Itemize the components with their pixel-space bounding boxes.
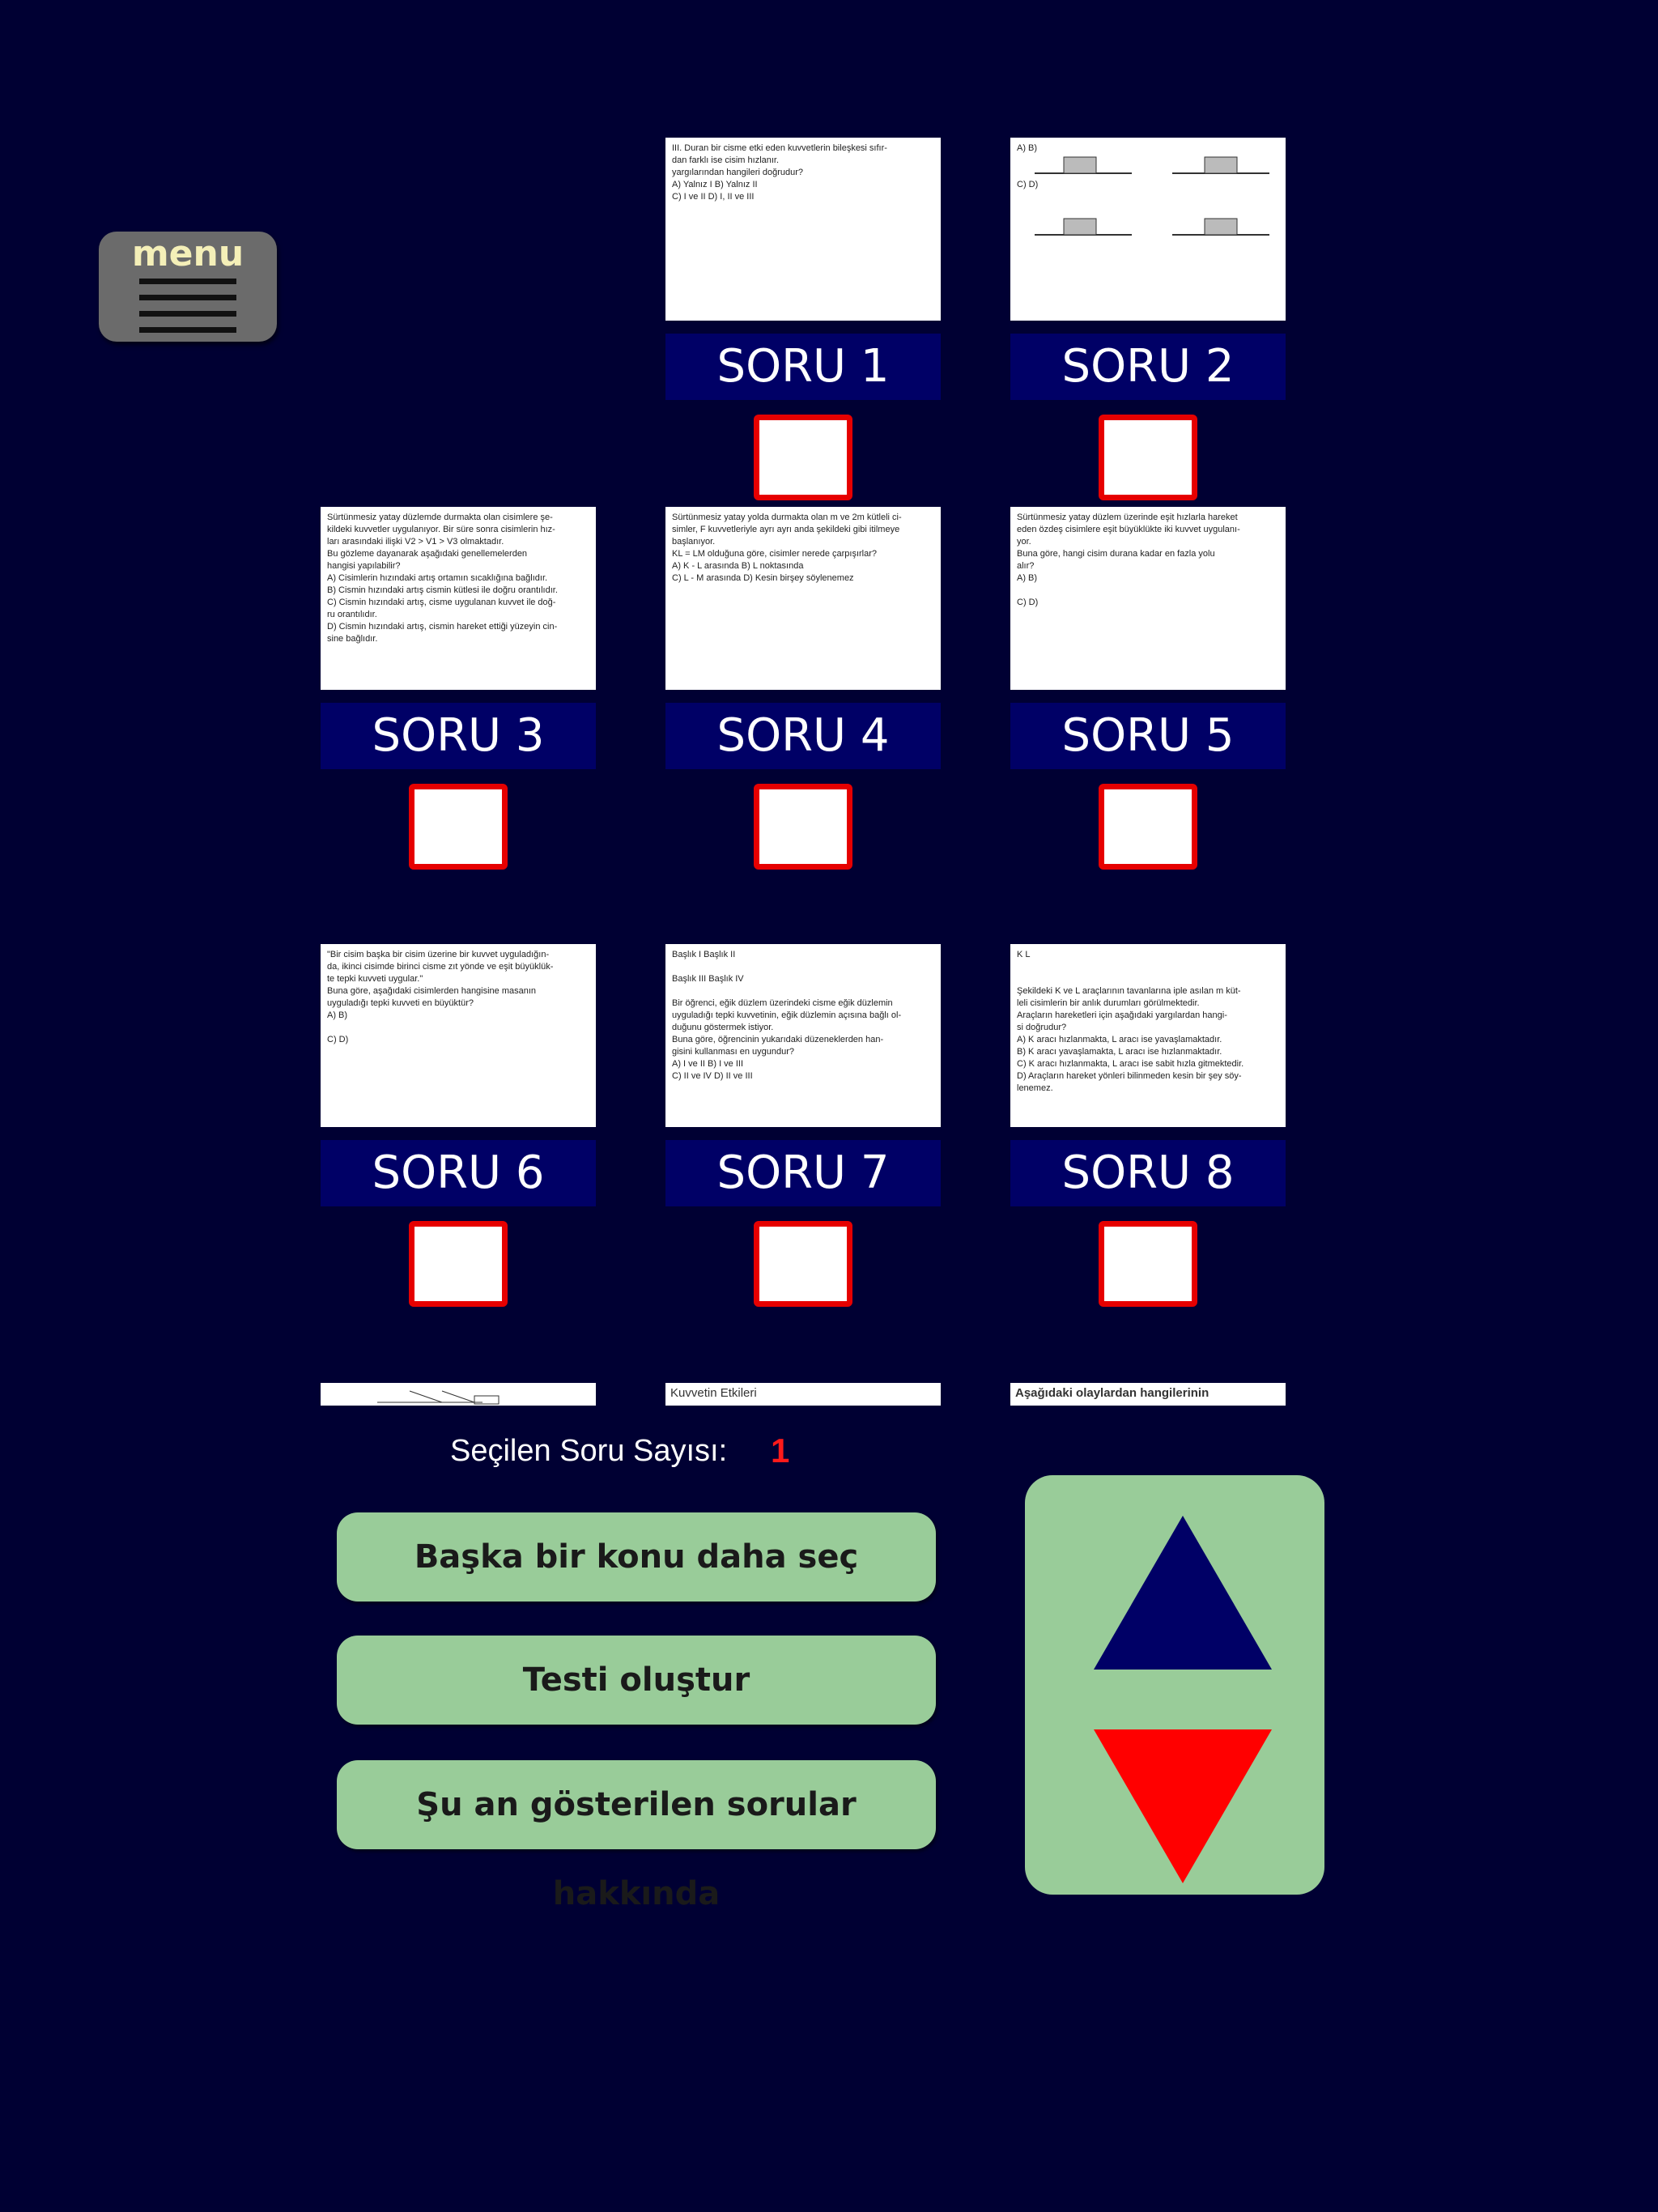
question-preview-text: III. Duran bir cisme etki eden kuvvetler… — [672, 143, 887, 202]
another-topic-button[interactable]: Başka bir konu daha seç — [337, 1512, 936, 1602]
question-thumbnail[interactable]: Sürtünmesiz yatay düzlemde durmakta olan… — [321, 507, 596, 690]
question-diagram — [1035, 156, 1269, 236]
create-test-button[interactable]: Testi oluştur — [337, 1636, 936, 1725]
question-checkbox[interactable] — [754, 1221, 852, 1307]
selected-count-value: 1 — [771, 1431, 790, 1470]
question-preview-text: A) B) C) D) — [1017, 143, 1039, 189]
question-preview-text: "Bir cisim başka bir cisim üzerine bir k… — [327, 950, 554, 1044]
question-checkbox[interactable] — [1099, 784, 1197, 870]
question-label: SORU 3 — [321, 703, 596, 769]
triangle-down-icon[interactable] — [1094, 1729, 1272, 1883]
scroll-panel — [1025, 1475, 1324, 1895]
question-thumbnail[interactable]: III. Duran bir cisme etki eden kuvvetler… — [665, 138, 941, 321]
question-thumbnail[interactable]: Sürtünmesiz yatay düzlem üzerinde eşit h… — [1010, 507, 1286, 690]
question-card-6: "Bir cisim başka bir cisim üzerine bir k… — [321, 944, 596, 1307]
peek-text: Aşağıdaki olaylardan hangilerinin gerçek… — [1015, 1386, 1209, 1400]
question-preview-text: K L Şekildeki K ve L araçlarının tavanla… — [1017, 950, 1244, 1093]
question-checkbox[interactable] — [754, 415, 852, 500]
question-card-4: Sürtünmesiz yatay yolda durmakta olan m … — [665, 507, 941, 870]
question-diagram — [377, 1390, 500, 1405]
question-card-8: K L Şekildeki K ve L araçlarının tavanla… — [1010, 944, 1286, 1307]
question-label: SORU 5 — [1010, 703, 1286, 769]
question-thumbnail-peek[interactable]: Aşağıdaki olaylardan hangilerinin gerçek… — [1010, 1383, 1286, 1406]
question-thumbnail-peek[interactable]: Kuvvetin Etkileri — [665, 1383, 941, 1406]
question-preview-text: Sürtünmesiz yatay düzlemde durmakta olan… — [327, 513, 558, 644]
question-thumbnail[interactable]: "Bir cisim başka bir cisim üzerine bir k… — [321, 944, 596, 1127]
question-label: SORU 6 — [321, 1140, 596, 1206]
question-thumbnail[interactable]: Sürtünmesiz yatay yolda durmakta olan m … — [665, 507, 941, 690]
question-label: SORU 1 — [665, 334, 941, 400]
hamburger-icon — [139, 279, 236, 343]
question-card-1: III. Duran bir cisme etki eden kuvvetler… — [665, 138, 941, 500]
question-thumbnail[interactable]: A) B) C) D) — [1010, 138, 1286, 321]
question-preview-text: Sürtünmesiz yatay yolda durmakta olan m … — [672, 513, 902, 583]
menu-label: menu — [131, 233, 244, 274]
question-checkbox[interactable] — [1099, 415, 1197, 500]
question-thumbnail[interactable]: Başlık I Başlık II Başlık III Başlık IV … — [665, 944, 941, 1127]
question-label: SORU 7 — [665, 1140, 941, 1206]
question-label: SORU 4 — [665, 703, 941, 769]
peek-text: Kuvvetin Etkileri — [670, 1386, 757, 1400]
question-checkbox[interactable] — [1099, 1221, 1197, 1307]
selected-count-row: Seçilen Soru Sayısı: 1 — [450, 1428, 789, 1474]
about-shown-questions-button[interactable]: Şu an gösterilen sorular hakkında — [337, 1760, 936, 1912]
question-checkbox[interactable] — [754, 784, 852, 870]
question-checkbox[interactable] — [409, 1221, 508, 1307]
question-card-2: A) B) C) D) SORU 2 — [1010, 138, 1286, 500]
question-preview-text: Başlık I Başlık II Başlık III Başlık IV … — [672, 950, 902, 1081]
question-thumbnail[interactable]: K L Şekildeki K ve L araçlarının tavanla… — [1010, 944, 1286, 1127]
triangle-up-icon[interactable] — [1094, 1516, 1272, 1670]
question-card-3: Sürtünmesiz yatay düzlemde durmakta olan… — [321, 507, 596, 870]
question-card-5: Sürtünmesiz yatay düzlem üzerinde eşit h… — [1010, 507, 1286, 870]
question-thumbnail-peek[interactable] — [321, 1383, 596, 1406]
question-preview-text: Sürtünmesiz yatay düzlem üzerinde eşit h… — [1017, 513, 1240, 607]
question-checkbox[interactable] — [409, 784, 508, 870]
selected-count-label: Seçilen Soru Sayısı: — [450, 1434, 728, 1468]
question-card-7: Başlık I Başlık II Başlık III Başlık IV … — [665, 944, 941, 1307]
menu-button[interactable]: menu — [99, 232, 277, 342]
question-label: SORU 2 — [1010, 334, 1286, 400]
question-label: SORU 8 — [1010, 1140, 1286, 1206]
